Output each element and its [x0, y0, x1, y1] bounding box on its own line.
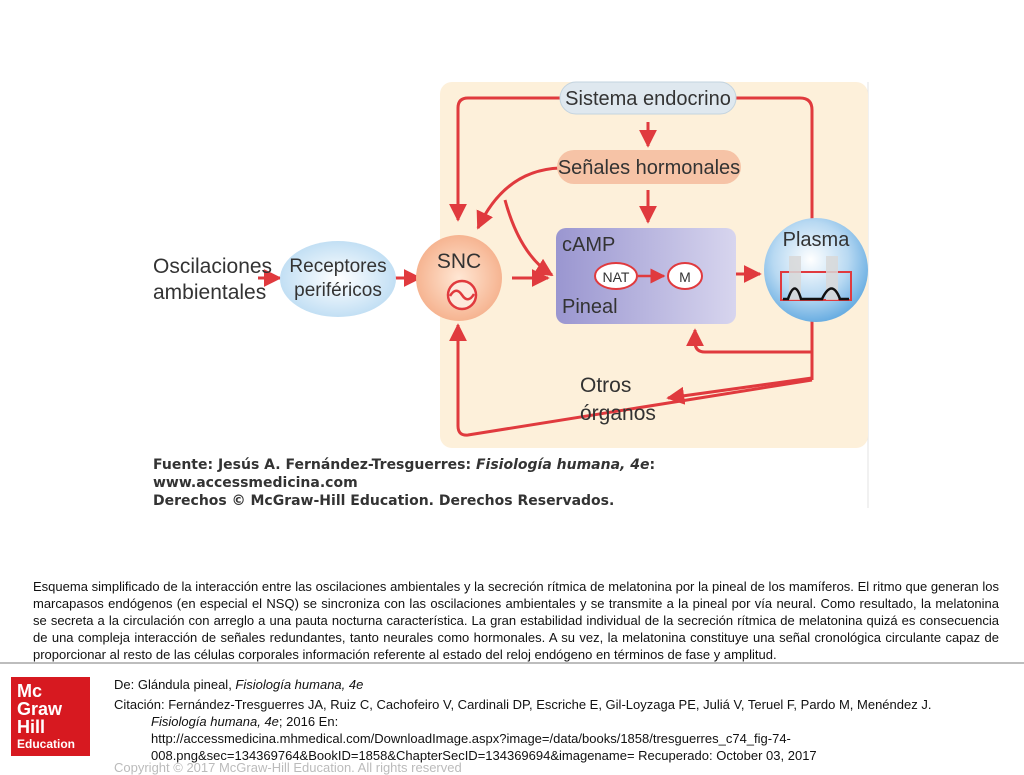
citation-url-1[interactable]: http://accessmedicina.mhmedical.com/Down… [151, 731, 791, 746]
arrow-to-organs [666, 376, 813, 405]
organs-label-line2: órganos [580, 402, 656, 425]
receptors-label-line1: Receptores [289, 256, 386, 277]
m-node [667, 262, 703, 290]
oscillations-label-line2: ambientales [153, 281, 266, 304]
citation-line-2: Fisiología humana, 4e; 2016 En: [151, 713, 1024, 730]
receptors-node [280, 241, 396, 317]
endocrine-label: Sistema endocrino [565, 88, 731, 110]
plasma-label: Plasma [783, 229, 851, 251]
arrow-plasma-feedback [686, 328, 812, 354]
endocrine-box [559, 81, 737, 115]
arrow-endocrine-to-snc [449, 96, 560, 222]
source-line-3: Derechos © McGraw-Hill Education. Derech… [153, 493, 614, 509]
nat-node [594, 262, 638, 290]
from-prefix: De: Glándula pineal, [114, 677, 236, 692]
citation-url-2[interactable]: 008.png&sec=134369764&BookID=1858&Chapte… [151, 748, 817, 763]
pineal-label: Pineal [562, 296, 618, 318]
wave-icon [448, 289, 476, 301]
logo-line-2: Graw [17, 699, 63, 719]
source-line-1: Fuente: Jesús A. Fernández-Tresguerres: … [153, 457, 655, 473]
logo-line-4: Education [17, 737, 76, 751]
mcgraw-hill-logo: Mc Graw Hill Education [11, 677, 90, 756]
arrow-organs-to-snc [449, 323, 813, 437]
reference-from: De: Glándula pineal, Fisiología humana, … [114, 676, 1014, 693]
source-line-2: www.accessmedicina.com [153, 475, 358, 491]
arrow-signals-to-snc [476, 166, 561, 230]
from-title: Fisiología humana, 4e [235, 677, 364, 692]
citation-title: Fisiología humana, 4e [151, 714, 279, 729]
logo-line-1: Mc [17, 681, 43, 701]
arrow-right-loop [736, 96, 814, 380]
organs-label-line1: Otros [580, 374, 631, 397]
camp-label: cAMP [562, 234, 615, 256]
pineal-diagram: Oscilaciones ambientales Receptores peri… [153, 81, 869, 509]
snc-label: SNC [437, 250, 481, 273]
citation-line-1: Citación: Fernández-Tresguerres JA, Ruiz… [114, 697, 932, 712]
figure-caption: Esquema simplificado de la interacción e… [33, 579, 999, 662]
snc-node [416, 235, 502, 321]
hormonal-signals-label: Señales hormonales [558, 157, 740, 179]
melatonin-profile-curve [783, 287, 849, 301]
oscillations-label-line1: Oscilaciones [153, 255, 272, 278]
nat-label: NAT [603, 269, 630, 285]
receptors-label-line2: periféricos [294, 280, 382, 301]
citation-year: ; 2016 En: [278, 714, 339, 729]
m-label: M [679, 269, 691, 285]
hormonal-signals-box [557, 150, 741, 184]
divider [0, 662, 1024, 664]
logo-line-3: Hill [17, 717, 46, 737]
